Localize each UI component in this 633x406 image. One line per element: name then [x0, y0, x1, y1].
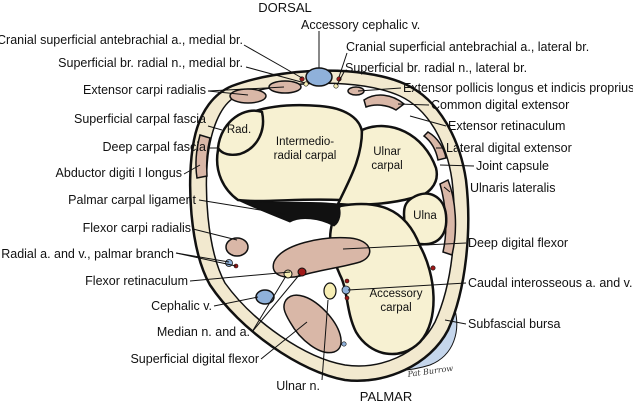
label-lateral-digital-extensor: Lateral digital extensor: [446, 141, 572, 155]
label-deep-digital-flexor: Deep digital flexor: [468, 236, 568, 250]
bone-label-intermedioradial: Intermedio-radial carpal: [274, 136, 337, 162]
label-palmar-carpal-ligament: Palmar carpal ligament: [68, 193, 196, 207]
label-ulnar-nerve: Ulnar n.: [276, 379, 320, 393]
extensor-carpi-radialis-left: [229, 88, 267, 104]
radial-bone-facet: [216, 109, 265, 156]
label-extensor-retinaculum: Extensor retinaculum: [448, 119, 565, 133]
label-superficial-radial-nerve-lateral: Superficial br. radial n., lateral br.: [345, 61, 527, 75]
superficial-digital-flexor-muscle: [283, 294, 342, 354]
label-accessory-cephalic-vein: Accessory cephalic v.: [301, 18, 420, 32]
label-radial-artery-vein-palmar: Radial a. and v., palmar branch: [1, 247, 174, 261]
ulnaris-lateralis-muscle: [439, 178, 457, 256]
label-caudal-interosseous: Caudal interosseous a. and v.: [468, 276, 632, 290]
dorsal-orientation-label: DORSAL: [258, 0, 311, 15]
caudal-interosseous-artery: [344, 278, 350, 284]
lateral-vessel: [430, 265, 436, 271]
ulnar-nerve: [323, 282, 337, 300]
bone-label-ulna: Ulna: [413, 210, 437, 222]
label-cranial-antebrachial-medial: Cranial superficial antebrachial a., med…: [0, 33, 243, 47]
label-flexor-carpi-radialis: Flexor carpi radialis: [83, 221, 191, 235]
label-abductor-digiti-longus: Abductor digiti I longus: [56, 166, 182, 180]
label-flexor-retinaculum: Flexor retinaculum: [85, 274, 188, 288]
lateral-digital-extensor-muscle: [422, 131, 447, 161]
abductor-digiti-longus-muscle: [195, 134, 211, 179]
flexor-carpi-radialis-muscle: [225, 237, 249, 257]
label-subfascial-bursa: Subfascial bursa: [468, 317, 560, 331]
label-ulnaris-lateralis: Ulnaris lateralis: [470, 181, 555, 195]
label-cranial-antebrachial-lateral: Cranial superficial antebrachial a., lat…: [346, 40, 589, 54]
leader-lines: [175, 31, 475, 381]
label-extensor-carpi-radialis: Extensor carpi radialis: [83, 83, 206, 97]
palmar-small-vessel: [341, 341, 347, 347]
bone-label-radial: Rad.: [227, 124, 251, 136]
common-digital-extensor-muscle: [363, 94, 406, 111]
extensor-carpi-radialis-right: [268, 80, 302, 94]
label-median-nerve-artery: Median n. and a.: [157, 325, 250, 339]
palmar-orientation-label: PALMAR: [360, 389, 413, 404]
label-superficial-carpal-fascia: Superficial carpal fascia: [74, 112, 206, 126]
label-common-digital-extensor: Common digital extensor: [431, 98, 569, 112]
label-deep-carpal-fascia: Deep carpal fascia: [102, 140, 206, 154]
label-extensor-pollicis-longus: Extensor pollicis longus et indicis prop…: [403, 81, 633, 95]
label-joint-capsule: Joint capsule: [476, 159, 549, 173]
label-superficial-digital-flexor: Superficial digital flexor: [130, 352, 259, 366]
palmar-carpal-ligament: [237, 199, 341, 227]
cephalic-vein: [255, 289, 275, 305]
accessory-cephalic-vein: [305, 67, 333, 87]
label-cephalic-vein: Cephalic v.: [151, 299, 212, 313]
caudal-interosseous-artery-2: [344, 295, 350, 301]
label-superficial-radial-nerve-medial: Superficial br. radial n., medial br.: [58, 56, 243, 70]
